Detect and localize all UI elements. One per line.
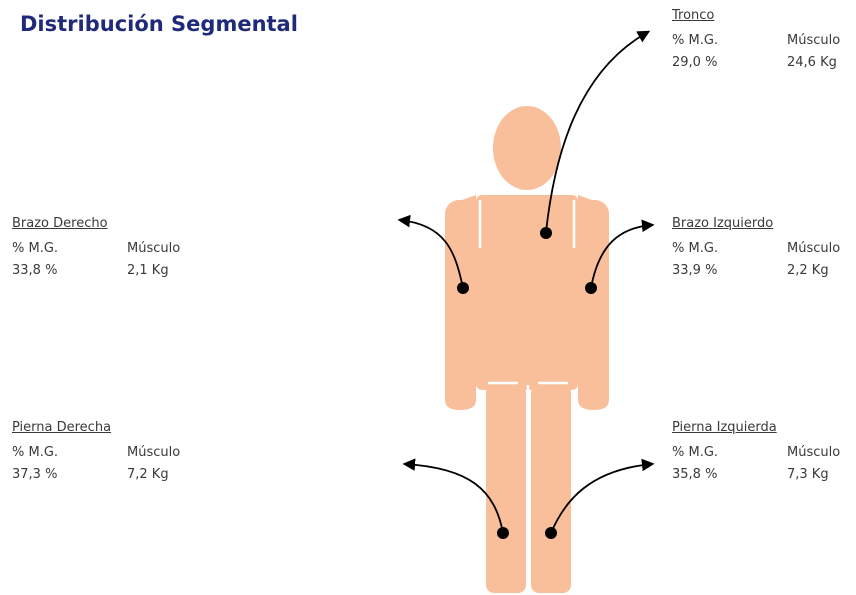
musculo-value: 2,2 Kg	[787, 260, 829, 282]
marker-brazo-derecho	[457, 282, 469, 294]
musculo-value: 24,6 Kg	[787, 52, 837, 74]
musculo-value: 2,1 Kg	[127, 260, 169, 282]
musculo-label: Músculo	[787, 442, 840, 464]
mg-value: 33,8 %	[12, 260, 127, 282]
segment-name: Pierna Derecha	[12, 417, 180, 439]
musculo-label: Músculo	[787, 238, 840, 260]
segment-tronco: Tronco % M.G.Músculo 29,0 %24,6 Kg	[672, 5, 840, 74]
figure-head	[493, 106, 561, 190]
mg-label: % M.G.	[672, 442, 787, 464]
segment-name: Brazo Izquierdo	[672, 213, 840, 235]
mg-label: % M.G.	[12, 238, 127, 260]
marker-tronco	[540, 227, 552, 239]
musculo-label: Músculo	[127, 238, 180, 260]
segment-pierna-izquierda: Pierna Izquierda % M.G.Músculo 35,8 %7,3…	[672, 417, 840, 486]
mg-label: % M.G.	[672, 30, 787, 52]
figure-torso	[476, 195, 578, 390]
marker-pierna-izquierda	[545, 527, 557, 539]
musculo-label: Músculo	[787, 30, 840, 52]
segment-name: Tronco	[672, 5, 840, 27]
marker-brazo-izquierdo	[585, 282, 597, 294]
segment-brazo-izquierdo: Brazo Izquierdo % M.G.Músculo 33,9 %2,2 …	[672, 213, 840, 282]
mg-value: 35,8 %	[672, 464, 787, 486]
segment-name: Pierna Izquierda	[672, 417, 840, 439]
segment-pierna-derecha: Pierna Derecha % M.G.Músculo 37,3 %7,2 K…	[12, 417, 180, 486]
mg-value: 37,3 %	[12, 464, 127, 486]
musculo-value: 7,2 Kg	[127, 464, 169, 486]
segment-name: Brazo Derecho	[12, 213, 180, 235]
musculo-value: 7,3 Kg	[787, 464, 829, 486]
figure-left-leg	[531, 385, 571, 593]
musculo-label: Músculo	[127, 442, 180, 464]
segment-brazo-derecho: Brazo Derecho % M.G.Músculo 33,8 %2,1 Kg	[12, 213, 180, 282]
mg-label: % M.G.	[12, 442, 127, 464]
marker-pierna-derecha	[497, 527, 509, 539]
mg-value: 33,9 %	[672, 260, 787, 282]
mg-label: % M.G.	[672, 238, 787, 260]
mg-value: 29,0 %	[672, 52, 787, 74]
figure-right-leg	[486, 385, 526, 593]
